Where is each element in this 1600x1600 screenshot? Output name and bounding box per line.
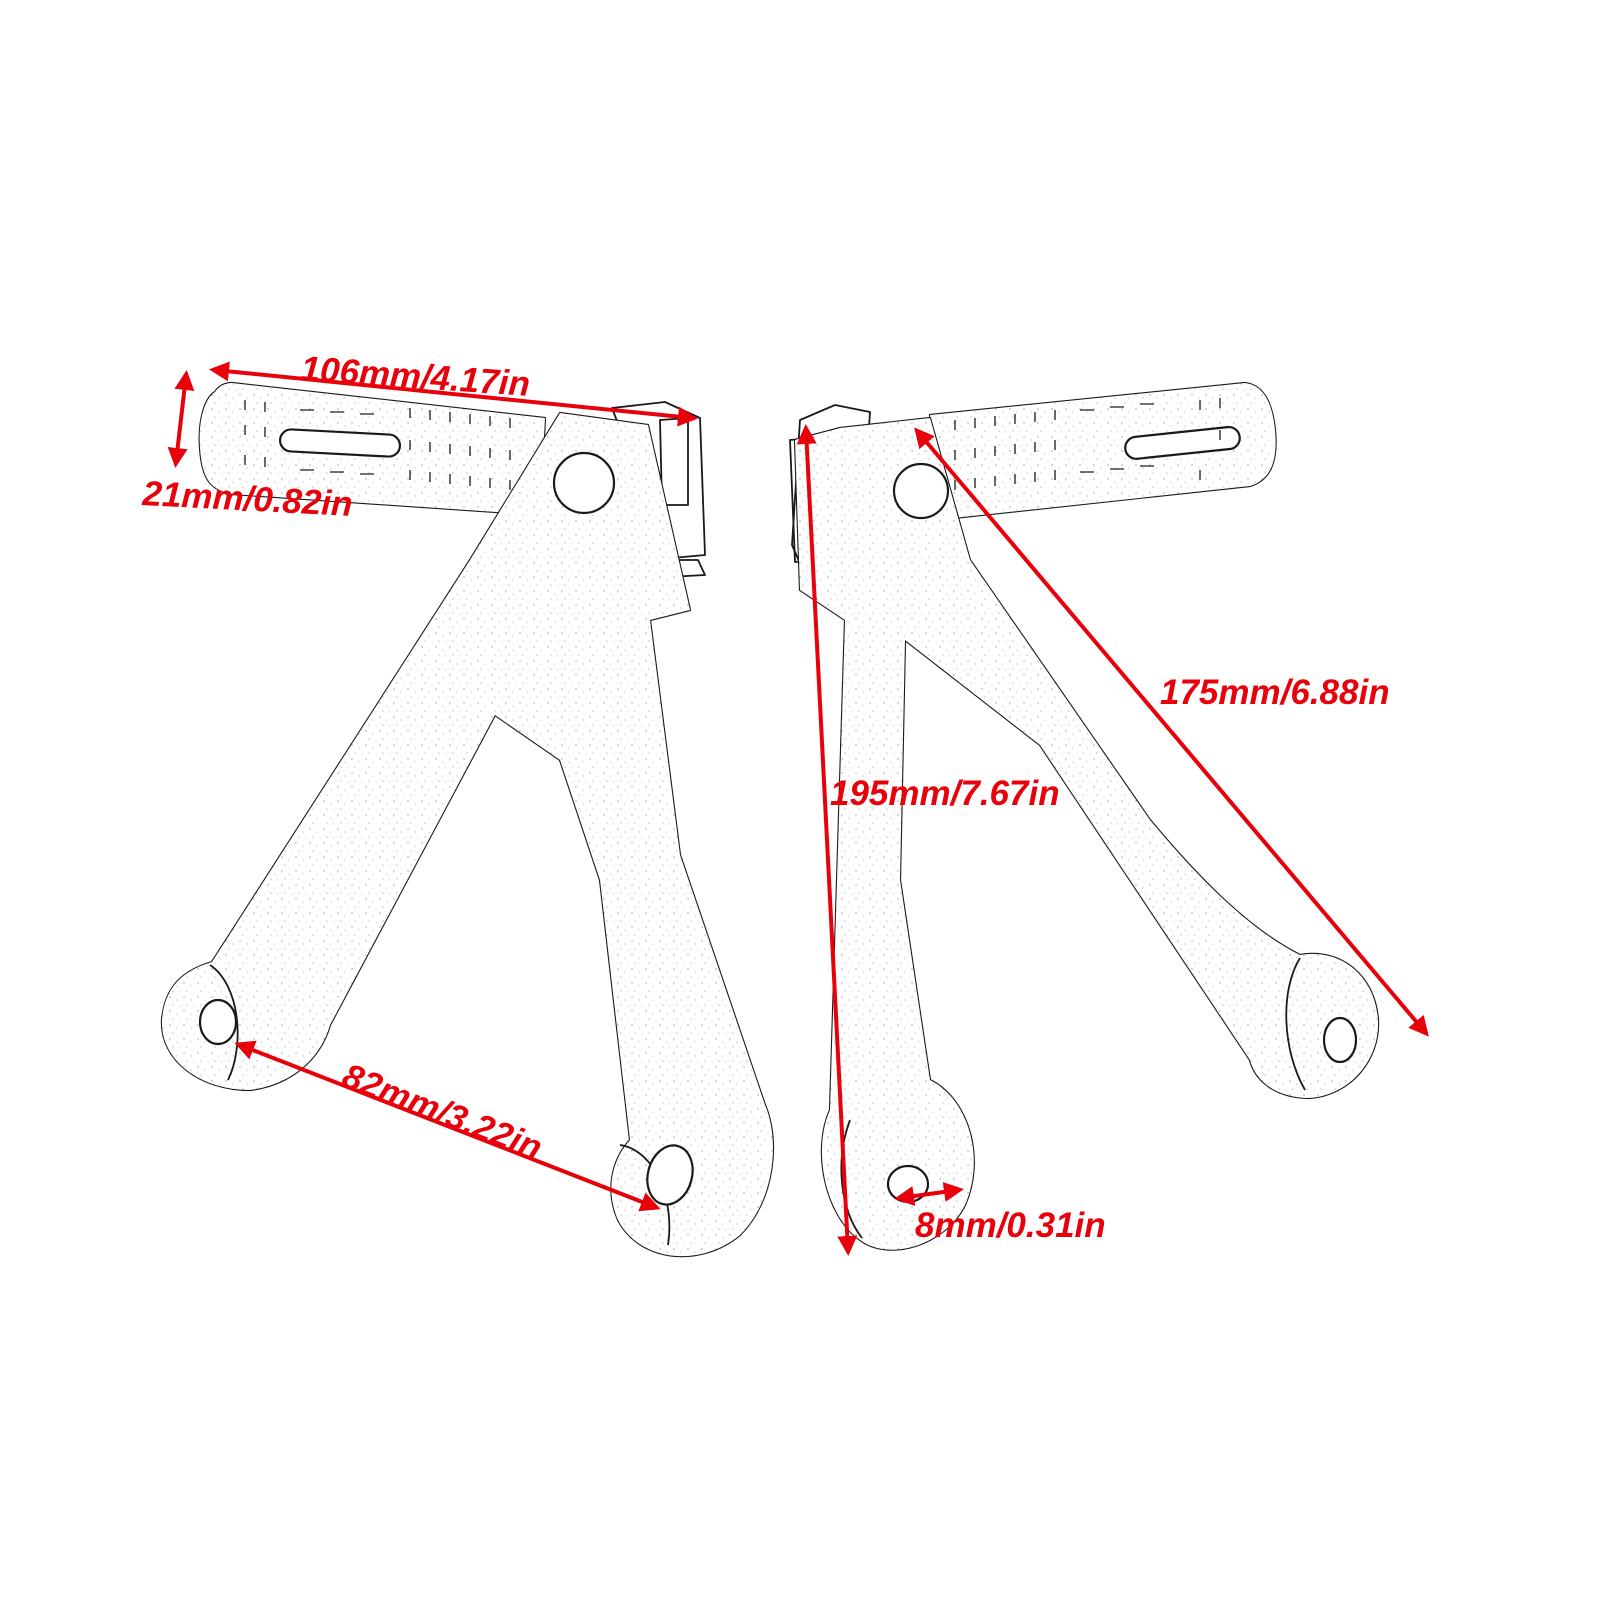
bracket-height-label: 195mm/7.67in bbox=[830, 774, 1060, 813]
mount-spacing-arrow bbox=[234, 1040, 661, 1212]
mount-spacing-label: 82mm/3.22in bbox=[337, 1056, 547, 1168]
right-mount-hole-1 bbox=[1322, 1016, 1358, 1064]
right-peg-pivot-hole bbox=[892, 462, 950, 520]
hole-diameter-arrow bbox=[894, 1182, 964, 1206]
peg-length-arrow bbox=[209, 361, 698, 427]
peg-to-mount-arrow bbox=[914, 427, 1429, 1037]
peg-to-mount-label: 175mm/6.88in bbox=[1160, 673, 1390, 712]
left-mount-hole-1 bbox=[198, 998, 238, 1046]
bracket-height-arrow bbox=[796, 424, 858, 1256]
left-peg-pivot-hole bbox=[552, 451, 616, 515]
right-bracket bbox=[789, 381, 1380, 1251]
hole-diameter-label: 8mm/0.31in bbox=[915, 1206, 1106, 1245]
peg-slot bbox=[278, 428, 402, 458]
peg-diameter-arrow bbox=[167, 370, 195, 468]
right-peg-grip bbox=[928, 381, 1277, 522]
